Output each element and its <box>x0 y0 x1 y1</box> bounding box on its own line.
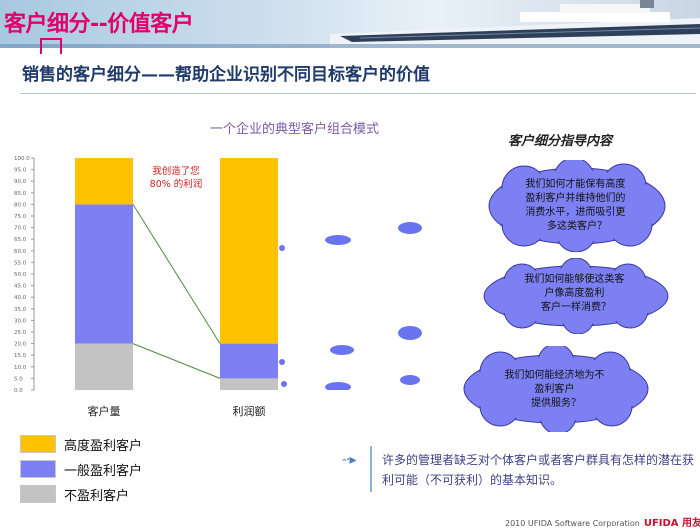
cloud1-line: 消费水平，进而吸引更 <box>525 205 625 218</box>
y-tick-label: 10.0 <box>14 365 27 371</box>
y-tick-label: 15.0 <box>14 353 27 359</box>
svg-text:我们如何能经济地为不 盈利客户 提供: 我们如何能经济地为不 盈利客户 提供服务？ <box>504 368 607 409</box>
headline-divider <box>20 93 696 94</box>
y-tick-label: 20.0 <box>14 342 27 348</box>
y-tick-label: 100.0 <box>14 156 30 162</box>
cloud1-line: 我们如何才能保有高度 <box>525 177 625 190</box>
y-tick-label: 60.0 <box>14 249 27 255</box>
y-tick-label: 85.0 <box>14 191 27 197</box>
cloud2-line: 户像高度盈利 <box>544 286 604 299</box>
y-tick-label: 35.0 <box>14 307 27 313</box>
x-axis-label: 利润额 <box>233 404 266 418</box>
cloud-serve-unprofitable: 我们如何能经济地为不 盈利客户 提供服务？ <box>458 346 654 432</box>
copyright-text: 2010 UFIDA Software Corporation <box>505 519 640 528</box>
y-tick-label: 55.0 <box>14 260 27 266</box>
legend-swatch <box>20 435 56 453</box>
header-banner: 客户细分--价值客户 <box>0 0 700 48</box>
annotation-text: 我创造了您 <box>152 165 200 177</box>
slide-title: 客户细分--价值客户 <box>4 12 194 37</box>
legend-swatch <box>20 460 56 478</box>
legend-item-high: 高度盈利客户 <box>20 434 142 454</box>
svg-text:我们如何才能保有高度 盈利客户并维持他们的: 我们如何才能保有高度 盈利客户并维持他们的 消费水平，进而吸引更 多这类客户？ <box>525 177 628 232</box>
y-tick-label: 80.0 <box>14 202 27 208</box>
legend-swatch <box>20 485 56 503</box>
annotation-text: 80% 的利润 <box>150 178 203 190</box>
cloud2-line: 客户一样消费？ <box>541 300 611 313</box>
connector-lines <box>132 204 221 379</box>
legend-label: 不盈利客户 <box>64 488 130 504</box>
bar-segment <box>220 343 278 379</box>
stacked-bar-chart: 0.0 5.0 10.0 15.0 20.0 25.0 30.0 35.0 40.0 45.0 50… <box>14 156 278 418</box>
y-tick-label: 50.0 <box>14 272 27 278</box>
y-tick-label: 70.0 <box>14 226 27 232</box>
page-headline: 销售的客户细分——帮助企业识别不同目标客户的价值 <box>22 65 430 85</box>
cruise-ship-image <box>0 0 700 48</box>
note-text: 许多的管理者缺乏对个体客户或者客户群具有怎样的潜在获利可能（不可获利）的基本知识… <box>382 453 695 487</box>
chart-title: 一个企业的典型客户组合模式 <box>210 122 380 137</box>
svg-text:我们如何能够使这类客 户像高度盈利: 我们如何能够使这类客 户像高度盈利 客户一样消费？ <box>524 272 627 313</box>
cloud3-line: 我们如何能经济地为不 <box>504 368 604 381</box>
cloud3-line: 提供服务？ <box>531 396 581 409</box>
note-divider <box>370 446 372 492</box>
connector-line <box>132 204 221 344</box>
y-tick-label: 65.0 <box>14 237 27 243</box>
legend-label: 一般盈利客户 <box>64 463 143 479</box>
cloud1-line: 盈利客户并维持他们的 <box>525 191 625 204</box>
y-tick-label: 40.0 <box>14 295 27 301</box>
cloud2-line: 我们如何能够使这类客 <box>524 272 624 285</box>
legend-label: 高度盈利客户 <box>64 438 143 454</box>
guide-title: 客户细分指导内容 <box>508 134 613 149</box>
arrow-icon: -·▸ <box>342 452 356 468</box>
y-tick-label: 95.0 <box>14 168 27 174</box>
connector-line <box>132 343 221 379</box>
cloud-shape <box>488 160 666 252</box>
y-tick-label: 5.0 <box>14 376 23 382</box>
legend-item-normal: 一般盈利客户 <box>20 459 142 479</box>
y-tick-label: 30.0 <box>14 318 27 324</box>
bars <box>75 158 278 390</box>
title-box-decoration <box>40 38 62 54</box>
y-tick-label: 90.0 <box>14 179 27 185</box>
y-tick-label: 0.0 <box>14 388 23 394</box>
cloud-shape <box>463 346 649 432</box>
y-tick-label: 45.0 <box>14 284 27 290</box>
y-tick-label: 25.0 <box>14 330 27 336</box>
y-tick-label: 75.0 <box>14 214 27 220</box>
y-axis: 0.0 5.0 10.0 15.0 20.0 25.0 30.0 35.0 40.0 45.0 50… <box>14 156 35 394</box>
bar-segment <box>75 204 133 344</box>
bar-segment <box>220 378 278 390</box>
cloud-retain-profitable: 我们如何才能保有高度 盈利客户并维持他们的 消费水平，进而吸引更 多这类客户？ <box>484 160 670 252</box>
x-axis-labels: 客户量 利润额 <box>88 404 266 418</box>
cloud3-line: 盈利客户 <box>534 382 574 395</box>
bar-segment <box>75 343 133 390</box>
legend-item-unprofitable: 不盈利客户 <box>20 484 129 504</box>
x-axis-label: 客户量 <box>88 404 121 418</box>
decorative-bubbles <box>279 222 422 390</box>
cloud-upgrade-customers: 我们如何能够使这类客 户像高度盈利 客户一样消费？ <box>478 258 674 334</box>
cloud-shape <box>483 258 669 334</box>
bar-segment <box>220 158 278 344</box>
bar-segment <box>75 158 133 205</box>
cloud1-line: 多这类客户？ <box>547 219 607 232</box>
brand-logo: UFIDA 用友 <box>643 518 700 529</box>
